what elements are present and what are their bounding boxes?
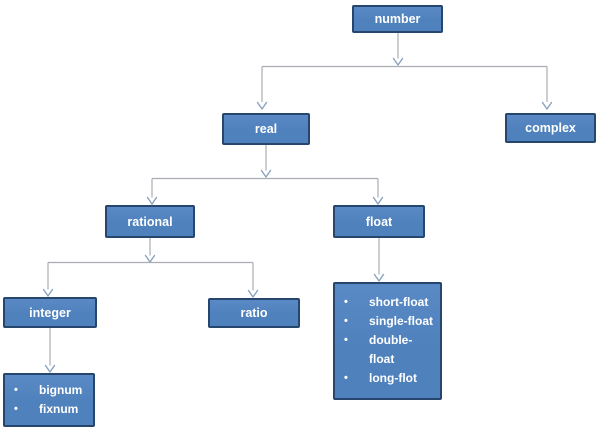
node-rational: rational bbox=[105, 205, 195, 238]
list-item-label: bignum bbox=[39, 383, 83, 397]
node-ratio: ratio bbox=[208, 298, 300, 328]
bullet-icon bbox=[14, 400, 39, 419]
node-float-subtypes: short-float single-float double-float lo… bbox=[333, 282, 442, 400]
bullet-icon bbox=[344, 331, 369, 350]
list-item-label: long-flot bbox=[369, 371, 417, 385]
bullet-list: bignum fixnum bbox=[5, 375, 93, 419]
node-label: real bbox=[254, 122, 278, 136]
bullet-list: short-float single-float double-float lo… bbox=[335, 284, 440, 388]
arrow-down-icon bbox=[260, 169, 272, 178]
arrow-down-icon bbox=[256, 101, 268, 110]
node-real: real bbox=[222, 113, 310, 145]
arrow-down-icon bbox=[541, 101, 553, 110]
bullet-icon bbox=[344, 369, 369, 388]
arrow-down-icon bbox=[44, 364, 56, 373]
node-label: integer bbox=[29, 305, 71, 320]
list-item: fixnum bbox=[14, 400, 91, 419]
node-label: rational bbox=[127, 214, 173, 229]
node-label: ratio bbox=[240, 306, 268, 320]
node-number: number bbox=[352, 5, 443, 33]
list-item: double-float bbox=[344, 331, 438, 369]
list-item: long-flot bbox=[344, 369, 438, 388]
arrow-down-icon bbox=[42, 288, 54, 297]
list-item-label: double-float bbox=[369, 333, 413, 366]
node-integer: integer bbox=[3, 297, 97, 328]
list-item: single-float bbox=[344, 312, 438, 331]
arrow-down-icon bbox=[372, 196, 384, 205]
arrow-down-icon bbox=[146, 196, 158, 205]
arrow-down-icon bbox=[144, 254, 156, 263]
list-item: short-float bbox=[344, 293, 438, 312]
list-item-label: single-float bbox=[369, 314, 434, 328]
arrow-down-icon bbox=[392, 57, 404, 66]
bullet-icon bbox=[344, 312, 369, 331]
node-float: float bbox=[333, 205, 425, 238]
node-integer-subtypes: bignum fixnum bbox=[3, 373, 95, 427]
node-label: complex bbox=[525, 121, 576, 135]
node-label: number bbox=[374, 12, 421, 26]
node-label: float bbox=[365, 214, 393, 229]
node-complex: complex bbox=[505, 113, 596, 143]
arrow-down-icon bbox=[373, 273, 385, 282]
list-item: bignum bbox=[14, 381, 91, 400]
list-item-label: short-float bbox=[369, 295, 429, 309]
arrow-down-icon bbox=[247, 289, 259, 298]
bullet-icon bbox=[14, 381, 39, 400]
list-item-label: fixnum bbox=[39, 402, 79, 416]
bullet-icon bbox=[344, 293, 369, 312]
